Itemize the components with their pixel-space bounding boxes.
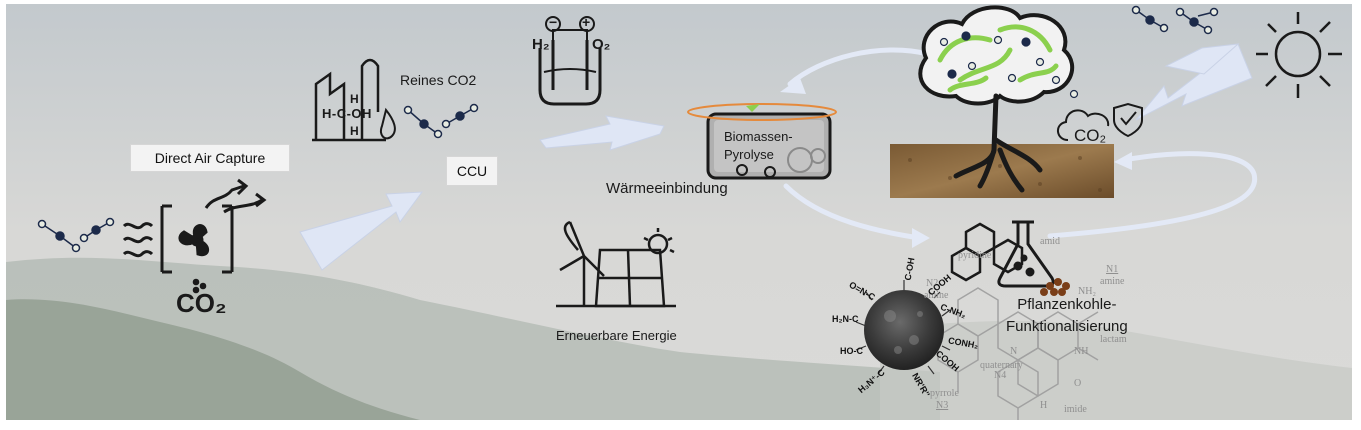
n-doped-structure — [937, 287, 1099, 420]
arrow-tree-to-pyrolysis — [787, 47, 931, 87]
co2-molecule-sky-3 — [1197, 7, 1219, 17]
flask-icon — [997, 220, 1055, 288]
chem-pyrrole: pyrrole — [930, 388, 959, 399]
label-ccu: CCU — [446, 156, 498, 186]
electrolysis-icon — [538, 16, 602, 106]
label-biomassen-line1: Biomassen- — [724, 129, 793, 144]
label-reines-co2: Reines CO2 — [400, 72, 477, 88]
label-erneuerbare-energie: Erneuerbare Energie — [556, 328, 677, 343]
chem-lactam: lactam — [1100, 334, 1127, 345]
methanol-formula: H-C-OH — [322, 106, 372, 121]
chem-n2: N2 — [926, 278, 939, 289]
arrows — [299, 43, 1253, 271]
chem-imide: imide — [1064, 404, 1087, 415]
direct-air-capture-icon — [122, 178, 267, 294]
biochar-particle — [864, 290, 944, 370]
methanol-h-bottom: H — [350, 124, 359, 138]
functional-group-bonds — [855, 280, 951, 375]
electrolysis-o2: O₂ — [592, 36, 611, 53]
label-biomassen-pyrolyse: Biomassen- Pyrolyse — [724, 128, 793, 164]
shield-co2-text: CO₂ — [1074, 126, 1107, 145]
electrolysis-minus: − — [549, 14, 558, 30]
chem-n4: N4 — [994, 370, 1007, 381]
chem-quaternary: quaternary — [980, 360, 1023, 371]
chem-n: N — [1010, 346, 1018, 357]
label-pflanzenkohle-line1: Pflanzenkohle- — [1017, 296, 1117, 313]
chem-o: O — [1074, 378, 1082, 389]
chem-pyridine: pyridine — [958, 250, 992, 261]
curved-arrows — [783, 47, 1258, 241]
chem-n1: N1 — [1106, 264, 1119, 275]
co2-molecule-left-1 — [37, 219, 81, 253]
arrow-sun-to-tree — [1164, 43, 1240, 75]
dac-co2-text: CO₂ — [176, 288, 227, 318]
group-h2n-c: H₂N-C — [832, 314, 859, 324]
biochar-texture — [884, 310, 923, 354]
label-biomassen-line2: Pyrolyse — [724, 147, 774, 162]
co2-molecule-sky-1 — [1131, 5, 1169, 33]
chem-n3: N3 — [936, 400, 949, 411]
chem-nh2: NH₂ — [1078, 286, 1096, 297]
tree-icon — [918, 5, 1079, 193]
co2-molecule-left-2 — [79, 217, 115, 243]
mountain-front — [6, 299, 420, 420]
label-pflanzenkohle-line2: Funktionalisierung — [1006, 318, 1128, 335]
sun-icon — [1256, 12, 1342, 98]
chem-nh: NH — [1074, 346, 1089, 357]
co2-molecules — [37, 5, 1219, 253]
label-direct-air-capture: Direct Air Capture — [130, 144, 290, 172]
co2-shield-icon — [1057, 102, 1143, 141]
chem-amine-n1: amine — [1100, 276, 1125, 287]
chem-amid: amid — [1040, 236, 1060, 247]
chem-h: H — [1040, 400, 1048, 411]
label-pflanzenkohle: Pflanzenkohle- Funktionalisierung — [1006, 294, 1128, 338]
biochar-granules — [1040, 278, 1070, 296]
arrow-pyrolysis-to-char — [783, 183, 923, 241]
methanol-plant-icon — [312, 58, 396, 142]
co2-molecule-sky-2 — [1175, 7, 1213, 35]
pyrolysis-reactor — [687, 103, 837, 180]
arrow-pyrolysis-to-ccu — [539, 115, 665, 151]
arrow-soil-loop — [1047, 151, 1258, 239]
co2-molecule-ccu-1 — [403, 105, 443, 139]
arrow-dac-to-ccu — [299, 191, 424, 271]
electrolysis-h2: H₂ — [532, 36, 550, 53]
chem-amine-n2: amine — [924, 290, 949, 301]
electrolysis-plus: + — [582, 14, 591, 30]
methanol-h-top: H — [350, 92, 359, 106]
label-waermeeinbindung: Wärmeeinbindung — [606, 180, 728, 197]
group-ho-c: HO-C — [840, 346, 863, 356]
soil-texture — [908, 156, 1102, 192]
renewable-energy-icon — [556, 220, 676, 308]
co2-molecule-ccu-2 — [441, 103, 479, 129]
